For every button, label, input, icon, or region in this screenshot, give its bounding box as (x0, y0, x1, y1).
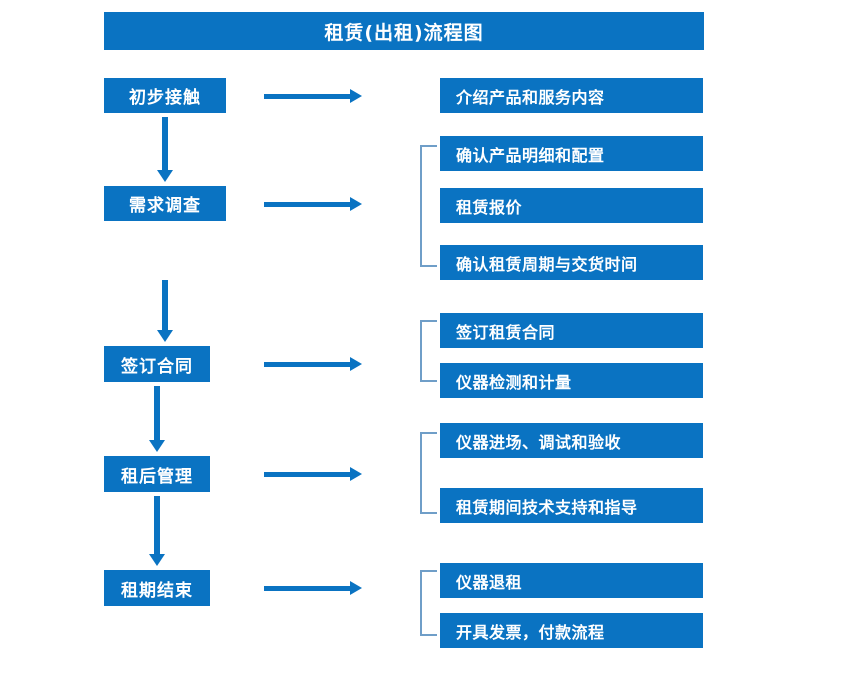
horizontal-arrow-stage1 (264, 89, 362, 103)
detail-box-5[interactable]: 签订租赁合同 (440, 313, 703, 348)
diagram-title: 租赁(出租)流程图 (104, 12, 704, 50)
horizontal-arrow-stage5 (264, 581, 362, 595)
horizontal-arrow-stage4 (264, 467, 362, 481)
stage-box-3[interactable]: 签订合同 (104, 346, 210, 382)
stage-box-4[interactable]: 租后管理 (104, 456, 210, 492)
stage-box-1[interactable]: 初步接触 (104, 78, 226, 113)
vertical-arrow-stage4-to-stage5 (149, 496, 165, 566)
stage-box-2[interactable]: 需求调查 (104, 186, 226, 221)
detail-box-2[interactable]: 确认产品明细和配置 (440, 136, 703, 171)
group-bracket-stage3 (420, 320, 437, 382)
detail-box-10[interactable]: 开具发票，付款流程 (440, 613, 703, 648)
detail-box-7[interactable]: 仪器进场、调试和验收 (440, 423, 703, 458)
vertical-arrow-stage1-to-stage2 (157, 117, 173, 182)
group-bracket-stage4 (420, 432, 437, 514)
stage-box-5[interactable]: 租期结束 (104, 570, 210, 606)
detail-box-4[interactable]: 确认租赁周期与交货时间 (440, 245, 703, 280)
vertical-arrow-stage2-to-stage3 (157, 280, 173, 342)
detail-box-6[interactable]: 仪器检测和计量 (440, 363, 703, 398)
horizontal-arrow-stage3 (264, 357, 362, 371)
detail-box-8[interactable]: 租赁期间技术支持和指导 (440, 488, 703, 523)
detail-box-3[interactable]: 租赁报价 (440, 188, 703, 223)
detail-box-1[interactable]: 介绍产品和服务内容 (440, 78, 703, 113)
group-bracket-stage5 (420, 570, 437, 636)
group-bracket-stage2 (420, 145, 437, 267)
detail-box-9[interactable]: 仪器退租 (440, 563, 703, 598)
vertical-arrow-stage3-to-stage4 (149, 386, 165, 452)
horizontal-arrow-stage2 (264, 197, 362, 211)
